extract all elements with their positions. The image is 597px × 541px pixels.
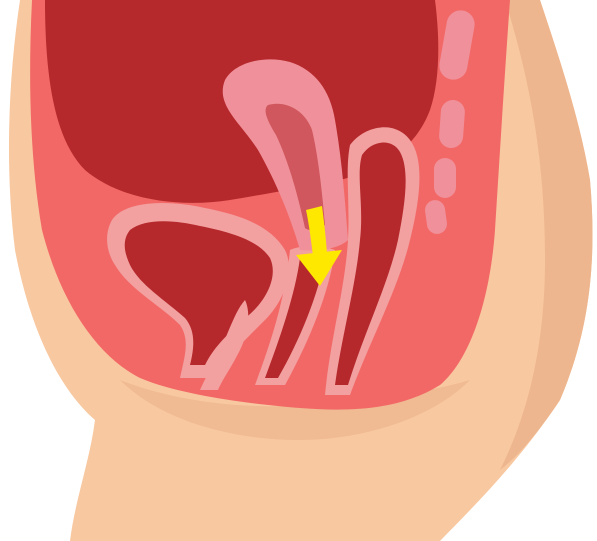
vertebra-2	[438, 99, 465, 149]
vertebra-3	[434, 158, 456, 198]
